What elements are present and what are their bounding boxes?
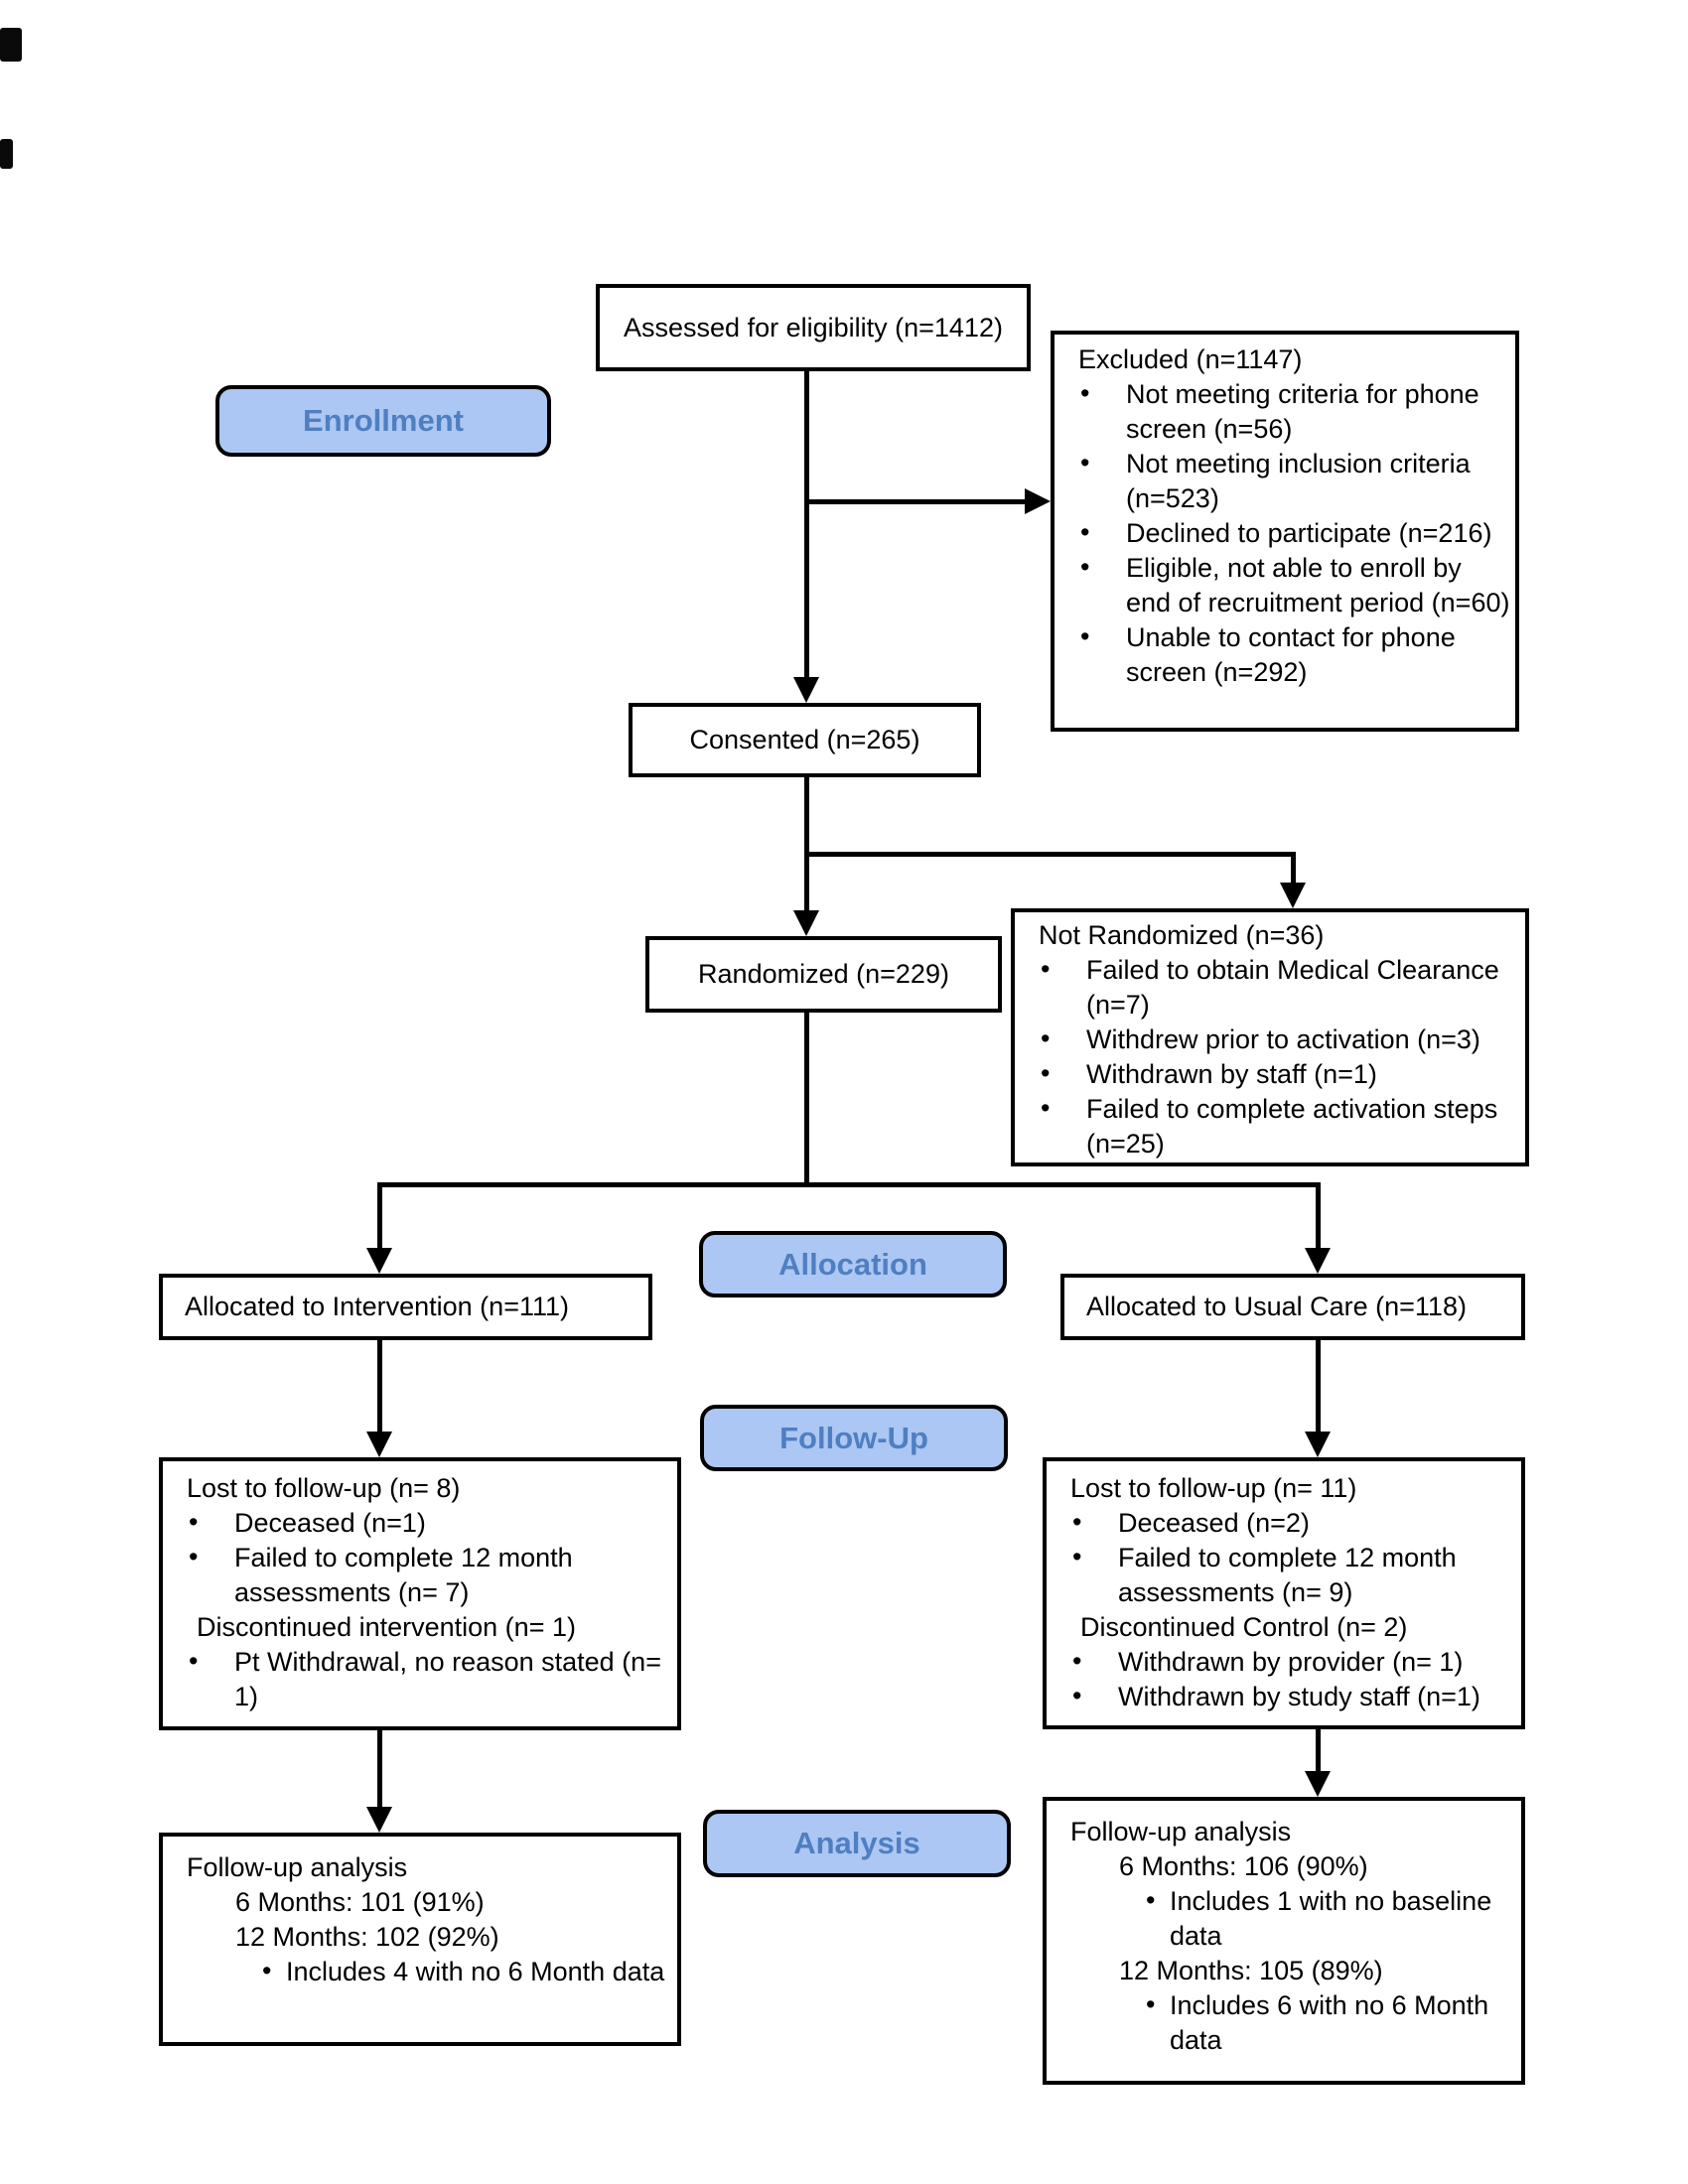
allocation-split-line: [377, 1182, 1320, 1187]
analysis-usual-care-note-12mo: Includes 6 with no 6 Month data: [1047, 1987, 1519, 2058]
list-item: Declined to participate (n=216): [1055, 515, 1511, 551]
consented-text: Consented (n=265): [689, 725, 920, 754]
connector-randomized-to-split: [804, 1013, 809, 1184]
split-drop-left: [377, 1182, 382, 1248]
connector-intervention-to-lost: [377, 1340, 382, 1432]
consented-box: Consented (n=265): [629, 703, 981, 777]
connector-lost-to-analysis-right: [1316, 1729, 1321, 1771]
list-item: Failed to complete activation steps (n=2…: [1015, 1091, 1521, 1161]
randomized-text: Randomized (n=229): [698, 959, 949, 989]
arrowhead-down-icon: [1280, 883, 1306, 908]
analysis-intervention-box: Follow-up analysis 6 Months: 101 (91%) 1…: [159, 1833, 681, 2046]
arrowhead-down-icon: [793, 910, 819, 936]
analysis-label-text: Analysis: [793, 1826, 920, 1860]
list-item: Unable to contact for phone screen (n=29…: [1055, 619, 1511, 690]
allocated-usual-care-text: Allocated to Usual Care (n=118): [1086, 1292, 1467, 1321]
lost-intervention-box: Lost to follow-up (n= 8) Deceased (n=1) …: [159, 1457, 681, 1730]
discontinued-intervention-subtitle: Discontinued intervention (n= 1): [197, 1612, 576, 1642]
list-item: Failed to complete 12 month assessments …: [163, 1540, 673, 1610]
discontinued-intervention-list: Pt Withdrawal, no reason stated (n= 1): [163, 1644, 673, 1714]
analysis-intervention-title: Follow-up analysis: [187, 1852, 408, 1882]
not-randomized-list: Failed to obtain Medical Clearance (n=7)…: [1015, 952, 1521, 1161]
discontinued-control-list: Withdrawn by provider (n= 1) Withdrawn b…: [1047, 1644, 1517, 1714]
list-item: Withdrawn by study staff (n=1): [1047, 1679, 1517, 1714]
randomized-box: Randomized (n=229): [645, 936, 1002, 1013]
allocation-label-text: Allocation: [778, 1246, 927, 1282]
analysis-usual-care-note-6mo: Includes 1 with no baseline data: [1047, 1883, 1519, 1954]
list-item: Withdrew prior to activation (n=3): [1015, 1022, 1521, 1057]
allocated-usual-care-box: Allocated to Usual Care (n=118): [1060, 1274, 1525, 1340]
list-item: Withdrawn by provider (n= 1): [1047, 1644, 1517, 1680]
analysis-usual-care-box: Follow-up analysis 6 Months: 106 (90%) I…: [1043, 1797, 1525, 2085]
lost-intervention-list: Deceased (n=1) Failed to complete 12 mon…: [163, 1505, 673, 1610]
excluded-list: Not meeting criteria for phone screen (n…: [1055, 376, 1511, 690]
analysis-usual-care-6mo: 6 Months: 106 (90%): [1119, 1851, 1368, 1881]
enrollment-stage-label: Enrollment: [215, 385, 551, 457]
allocated-intervention-box: Allocated to Intervention (n=111): [159, 1274, 652, 1340]
enrollment-label-text: Enrollment: [303, 403, 464, 438]
arrowhead-down-icon: [366, 1432, 392, 1457]
scan-artifact: [0, 28, 22, 62]
list-item: Not meeting criteria for phone screen (n…: [1055, 376, 1511, 447]
arrowhead-down-icon: [793, 677, 819, 703]
connector-usual-care-to-lost: [1316, 1340, 1321, 1432]
excluded-title: Excluded (n=1147): [1078, 344, 1303, 374]
list-item: Not meeting inclusion criteria (n=523): [1055, 446, 1511, 516]
list-item: Withdrawn by staff (n=1): [1015, 1056, 1521, 1092]
analysis-stage-label: Analysis: [703, 1810, 1011, 1877]
split-drop-right: [1316, 1182, 1321, 1248]
analysis-intervention-note: Includes 4 with no 6 Month data: [163, 1954, 673, 1989]
list-item: Failed to complete 12 month assessments …: [1047, 1540, 1517, 1610]
lost-usual-care-title: Lost to follow-up (n= 11): [1070, 1473, 1357, 1503]
arrowhead-down-icon: [366, 1807, 392, 1833]
allocation-stage-label: Allocation: [699, 1231, 1007, 1297]
arrowhead-down-icon: [1305, 1771, 1331, 1797]
assessed-text: Assessed for eligibility (n=1412): [624, 312, 1003, 342]
scan-artifact: [0, 139, 13, 169]
connector-consented-to-randomized: [804, 777, 809, 912]
connector-assessed-to-consented: [804, 371, 809, 679]
lost-usual-care-box: Lost to follow-up (n= 11) Deceased (n=2)…: [1043, 1457, 1525, 1729]
list-item: Failed to obtain Medical Clearance (n=7): [1015, 952, 1521, 1023]
connector-lost-to-analysis-left: [377, 1730, 382, 1807]
assessed-box: Assessed for eligibility (n=1412): [596, 284, 1031, 371]
connector-to-excluded: [804, 499, 1025, 504]
analysis-usual-care-title: Follow-up analysis: [1070, 1817, 1292, 1846]
discontinued-control-subtitle: Discontinued Control (n= 2): [1080, 1612, 1408, 1642]
excluded-box: Excluded (n=1147) Not meeting criteria f…: [1051, 331, 1519, 732]
analysis-intervention-12mo: 12 Months: 102 (92%): [235, 1922, 499, 1952]
connector-to-not-randomized: [804, 852, 1296, 857]
analysis-usual-care-12mo: 12 Months: 105 (89%): [1119, 1956, 1383, 1985]
lost-intervention-title: Lost to follow-up (n= 8): [187, 1473, 461, 1503]
lost-usual-care-list: Deceased (n=2) Failed to complete 12 mon…: [1047, 1505, 1517, 1610]
list-item: Pt Withdrawal, no reason stated (n= 1): [163, 1644, 673, 1714]
followup-stage-label: Follow-Up: [700, 1405, 1008, 1471]
not-randomized-title: Not Randomized (n=36): [1039, 920, 1325, 950]
list-item: Deceased (n=2): [1047, 1505, 1517, 1541]
list-item: Eligible, not able to enroll by end of r…: [1055, 550, 1511, 620]
connector-to-not-randomized-drop: [1291, 852, 1296, 885]
not-randomized-box: Not Randomized (n=36) Failed to obtain M…: [1011, 908, 1529, 1166]
arrowhead-down-icon: [1305, 1432, 1331, 1457]
analysis-intervention-6mo: 6 Months: 101 (91%): [235, 1887, 485, 1917]
list-item: Deceased (n=1): [163, 1505, 673, 1541]
arrowhead-down-icon: [1305, 1248, 1331, 1274]
arrowhead-down-icon: [366, 1248, 392, 1274]
allocated-intervention-text: Allocated to Intervention (n=111): [185, 1292, 569, 1321]
arrowhead-right-icon: [1025, 488, 1051, 514]
followup-label-text: Follow-Up: [779, 1420, 928, 1455]
